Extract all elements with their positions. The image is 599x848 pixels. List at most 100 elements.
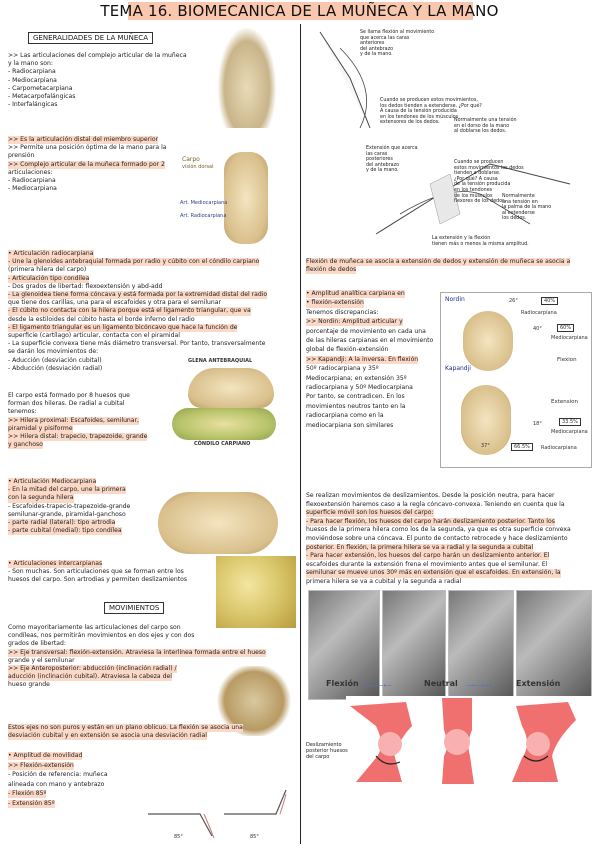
joint-gliding-diagram — [346, 696, 592, 786]
text-line: semilunar-grande, piramidal-ganchoso — [8, 510, 126, 518]
flexion-degree-label: 85° — [174, 834, 183, 840]
text-line: los dedos. — [502, 216, 527, 222]
text-line: los dedos tienden a extenderse. ¿Por qué… — [380, 103, 482, 109]
title-highlight — [128, 2, 473, 20]
neutral-title: Neutral — [424, 679, 458, 688]
text-line: del antebrazo — [360, 46, 394, 52]
text-line: Deslizamiento — [306, 742, 342, 748]
text-line: El carpo está formado por 8 huesos que — [8, 392, 130, 399]
section-heading-generalidades: GENERALIDADES DE LA MUÑECA — [28, 32, 153, 44]
text-line: semilunar se mueve unos 30º más en exten… — [306, 569, 561, 578]
xray-neutral-1-image — [382, 590, 446, 700]
text-line: huesos de la primera hilera como los de … — [306, 526, 571, 534]
text-line: - Une la glenoides antebraquial formada … — [8, 258, 260, 267]
text-line: prensión — [8, 152, 35, 160]
nordin-label: Nordin — [445, 296, 465, 303]
text-line: 50º radiocarpiana y 35º — [306, 365, 379, 373]
radiocarpiana-label-1: Radiocarpiana — [521, 310, 557, 316]
joint-gliding-svg — [350, 698, 576, 784]
xray-flexion-image — [308, 590, 380, 700]
text-line: - La superficie convexa tiene más diámet… — [8, 340, 266, 348]
text-line: - Aducción (desviación cubital) — [8, 356, 102, 364]
arrow-right-icon: ⟶⟶⟶ — [466, 682, 492, 689]
text-line: Estos ejes no son puros y están en un pl… — [8, 724, 243, 733]
angle-37: 37° — [481, 443, 490, 449]
arrow-left-icon: ⟵⟵⟵ — [366, 682, 392, 689]
angle-26: 26° — [509, 298, 518, 304]
text-line: >> Complejo articular de la muñeca forma… — [8, 160, 165, 169]
text-line: de los músculos — [454, 193, 493, 199]
flexion-extension-diagram: 85° 85° — [144, 784, 292, 844]
text-line: de la tensión producida — [454, 182, 511, 188]
text-line: La extensión y la flexión — [432, 236, 491, 241]
text-line: posterior. En flexión, la primera hilera… — [306, 543, 534, 552]
carpo-bones-image — [224, 152, 268, 244]
text-line: Cuando se producen — [454, 160, 504, 165]
flexion-title: Flexión — [326, 679, 359, 688]
text-line: la palma de la mano — [502, 205, 552, 211]
text-line: - parte cubital (medial): tipo condílea — [8, 527, 122, 536]
text-line: >> Es la articulación distal del miembro… — [8, 136, 159, 145]
text-line: y de la mano. — [360, 52, 393, 58]
histology-image — [216, 556, 296, 628]
text-line: tienen más o menos la misma amplitud. — [432, 241, 529, 247]
text-line: tenemos: — [8, 408, 37, 416]
flexion-hand-illustration — [310, 28, 440, 138]
text-line: Tenemos discrepancias: — [306, 308, 379, 316]
text-line: forman dos hileras. De radial a cubital — [8, 400, 125, 408]
text-line: anteriores — [360, 41, 385, 47]
text-line: Por tanto, se contradicen. En los — [306, 393, 405, 401]
extension-title: Extensión — [516, 679, 561, 688]
column-divider — [300, 24, 301, 844]
text-line: hueso grande — [8, 681, 50, 689]
text-line: al doblarse los dedos. — [454, 129, 507, 135]
page-title: TEMA 16. BIOMECANICA DE LA MUÑECA Y LA M… — [100, 2, 499, 20]
text-line: Normalmente una tensión — [454, 118, 517, 123]
text-line: superficie móvil son los huesos del carp… — [306, 509, 434, 518]
text-line: >> Permite una posición óptima de la man… — [8, 144, 167, 152]
text-line: posteriores — [366, 157, 393, 163]
text-line: (primera hilera del carpo) — [8, 266, 87, 274]
text-line: flexión de dedos — [306, 266, 357, 275]
text-line: >> Hilera proximal: Escafoides, semiluna… — [8, 416, 139, 425]
text-line: - Radiocarpiana — [8, 177, 56, 184]
text-line: - Abducción (desviación radial) — [8, 364, 103, 372]
text-line: y ganchoso — [8, 441, 43, 450]
kapandji-label: Kapandji — [445, 365, 471, 372]
text-line: y la mano son: — [8, 60, 53, 68]
extension-bone-image — [461, 385, 511, 455]
text-line: >> Eje transversal: flexión-extensión. A… — [8, 648, 266, 657]
text-line: - Dos grados de libertad: flexoextensión… — [8, 282, 163, 290]
text-line: escafoides durante la extensión frena el… — [306, 560, 548, 568]
percent-33-5: 33.5% — [559, 418, 581, 426]
carpo-sub-label: visión dorsal — [182, 164, 214, 170]
text-line: • Amplitud analítica carpiana en — [306, 290, 405, 299]
text-line: - Escafoides-trapecio-trapezoide-grande — [8, 502, 131, 510]
text-line: - Interfalángicas — [8, 101, 58, 109]
text-line: global de flexión-extensión — [306, 346, 389, 354]
text-line: movimientos neutros tanto en la — [306, 402, 406, 410]
text-line: >> Flexión-extensión — [8, 761, 74, 770]
art-radiocarpiana-label: Art. Radiocarpiana — [180, 213, 227, 219]
text-line: - Para hacer flexión, los huesos del car… — [306, 517, 555, 526]
text-line: - El ligamento triangular es un ligament… — [8, 323, 238, 332]
percent-40: 40% — [541, 297, 559, 305]
extension-degree-label: 85° — [250, 834, 259, 840]
text-line: radiocarpiana como en la — [306, 412, 384, 420]
text-line: - Flexión 85º — [8, 790, 47, 799]
glena-label: GLENA ANTEBRAQUIAL — [188, 358, 253, 364]
text-line: piramidal y pisiforme — [8, 424, 73, 433]
carpo-dorsal-figure: Carpo visión dorsal Art. Mediocarpiana A… — [178, 148, 294, 248]
flexion-label: Flexion — [557, 357, 577, 363]
glena-condilo-figure: GLENA ANTEBRAQUIAL CÓNDILO CARPIANO — [158, 358, 294, 448]
text-line: flexoextensión haremos caso a la regla c… — [306, 500, 565, 508]
text-line: al extenderse — [502, 210, 535, 216]
text-line: - Articulación tipo condílea — [8, 274, 90, 283]
text-line: condíleas, nos permitirán movimientos en… — [8, 632, 195, 640]
text-line: - Carpometacarpiana — [8, 84, 73, 92]
text-line: Normalmente — [502, 194, 535, 199]
text-line: - parte radial (lateral): tipo artrodia — [8, 519, 116, 528]
section-heading-movimientos: MOVIMIENTOS — [104, 602, 165, 614]
angle-18: 18° — [533, 421, 542, 427]
